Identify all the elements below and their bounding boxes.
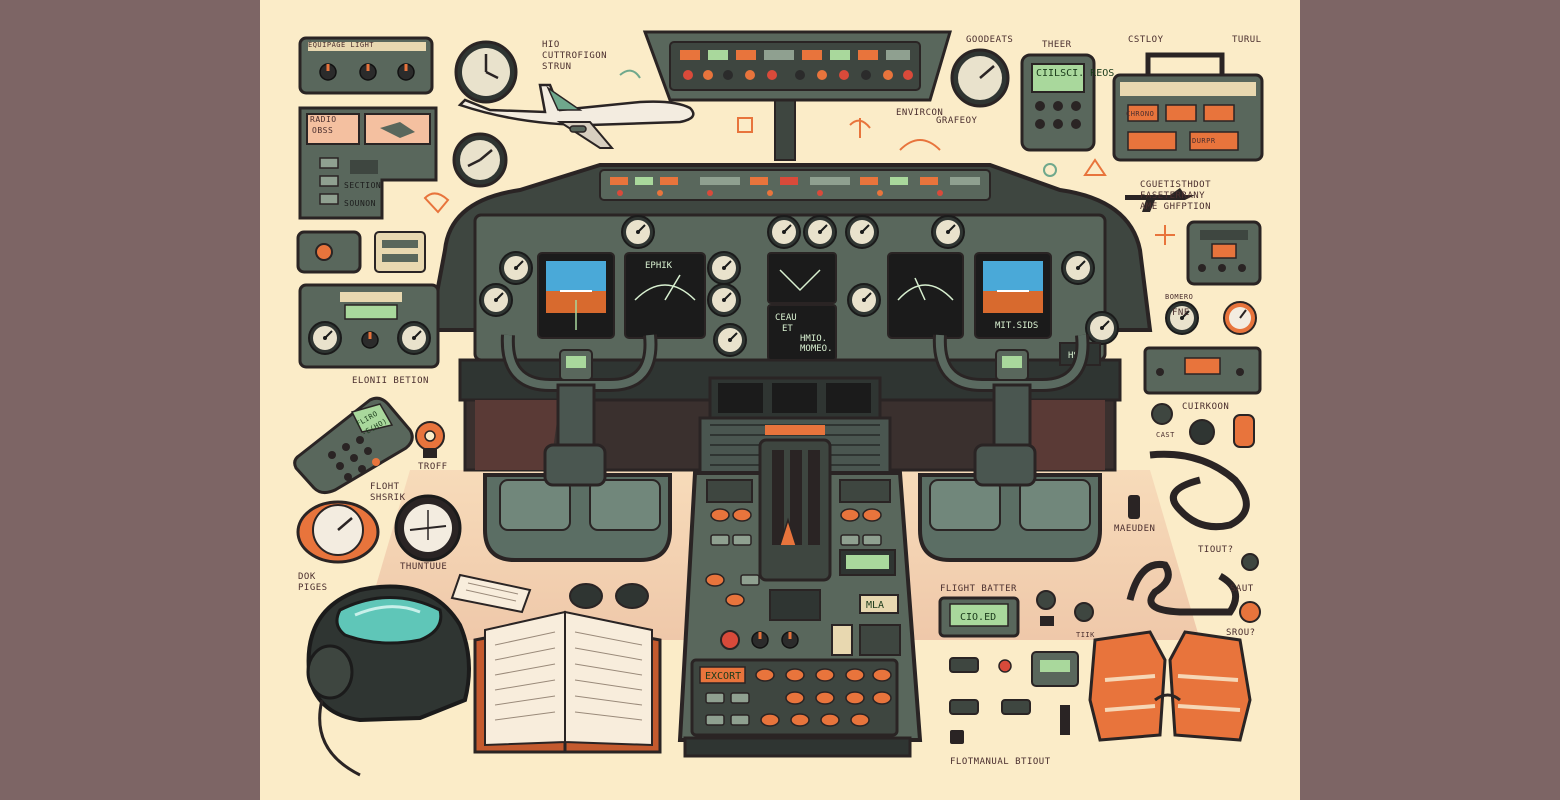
environ-label: ENVIRCON (896, 108, 944, 118)
right-yoke (932, 334, 1090, 447)
comm-header-label: HIO CUTTROFIGON STRUN (542, 40, 608, 72)
small-airplane-icon (1125, 188, 1195, 212)
right-pfd: MIT.SIDS (974, 252, 1052, 339)
tiout-label: TIOUT? (1198, 545, 1234, 555)
elonii-bettion-label: ELONII BETION (352, 376, 429, 386)
flight-battery-unit: CIO.ED (938, 596, 1020, 638)
pedestal-mla-label: MLA (866, 600, 884, 611)
battery-display: CIO.ED (960, 612, 996, 623)
center-screen-line4: MOMEO. (800, 344, 833, 354)
top-left-panel-label: ÉQUIPAGE LIGHT (308, 41, 375, 49)
radio-display-text: CIILSCI. REOS (1036, 68, 1114, 79)
right-mfd (887, 252, 964, 339)
left-yoke (500, 334, 658, 447)
headset-cable (1126, 450, 1250, 616)
note-papers (450, 573, 532, 614)
cast-label: CAST (1156, 431, 1175, 439)
radio-tag-label: RADIO (310, 115, 337, 124)
saut-label: SAUT (1230, 584, 1254, 594)
left-mfd: EPHIK (624, 252, 706, 339)
tiik-label: TIIK (1076, 631, 1095, 639)
cockpit-scene: EPHIK CEAU ET HMIO. MOMEO. MIT.SIDS HSI (293, 30, 1264, 777)
flotmanual-label: FLOTMANUAL BTIOUT (950, 757, 1051, 767)
crew-case-label-b: DURPR (1192, 137, 1216, 145)
overhead-panel (642, 30, 953, 161)
compass-gauge (296, 500, 380, 564)
life-vest (1088, 630, 1252, 742)
bottom-right-toggles (949, 590, 1094, 744)
flight-batter-label: FLIGHT BATTER (940, 584, 1017, 594)
top-clock (454, 40, 518, 104)
left-pfd (537, 252, 615, 339)
fne-label: FNE (1172, 308, 1190, 318)
center-screen-line1: CEAU (775, 313, 797, 323)
station-label: SECTION (344, 181, 382, 190)
station-sub-label: Sounon (344, 199, 376, 208)
right-radio-panel (1143, 346, 1262, 395)
dok-piges-label: DOK PIGES (298, 572, 328, 593)
small-plugs (1128, 495, 1261, 623)
turul-label: TURUL (1232, 35, 1262, 45)
top-right-gauge (950, 48, 1010, 108)
theer-label: THEER (1042, 40, 1072, 50)
goodeats-label: GOODEATS (966, 35, 1014, 45)
right-knobs (1151, 403, 1255, 448)
bomero-label: BOMERO (1165, 293, 1194, 301)
decor-icons (423, 69, 1175, 245)
cockpit-illustration: EPHIK CEAU ET HMIO. MOMEO. MIT.SIDS HSI (260, 0, 1300, 800)
flight-manual-book (473, 610, 662, 754)
left-gauge-panel (298, 283, 440, 369)
crew-case-label-a: CHRONO (1126, 110, 1155, 118)
troff-label: TROFF (418, 462, 448, 472)
right-seat (918, 443, 1102, 562)
right-list-label: CGUETISTHDOT FASETERRANY AME GHFPTION (1140, 180, 1212, 212)
flight-shsrik-label: FLOHT SHSRIK (370, 482, 406, 503)
pilot-helmet (306, 584, 471, 777)
center-pedestal: MLA EXCORT (677, 376, 923, 758)
left-small-device-a (296, 230, 362, 274)
pedestal-excort-label: EXCORT (705, 671, 741, 682)
srou-label: SROU? (1226, 628, 1256, 638)
cog-icon (415, 421, 445, 458)
right-pfd-label: MIT.SIDS (995, 321, 1038, 331)
cstloy-label: CSTLOY (1128, 35, 1164, 45)
center-screen-line3: HMIO. (800, 334, 827, 344)
crew-case (1112, 52, 1264, 162)
maeuden-label: MAEUDEN (1114, 524, 1156, 534)
top-left-equipment-panel (298, 36, 434, 95)
handheld-remote (293, 396, 414, 495)
right-small-gauges (1165, 301, 1257, 335)
left-mfd-label: EPHIK (645, 261, 673, 271)
radio-display-line: CIILSCI. REOS (1036, 68, 1114, 79)
attitude-gauge (394, 494, 462, 562)
thuntuue-label: THUNTUUE (400, 562, 448, 572)
right-device-a (1186, 220, 1262, 286)
radio-station-panel (298, 106, 438, 220)
left-small-device-b (374, 231, 426, 273)
radio-transceiver: CIILSCI. REOS (1020, 53, 1114, 152)
center-screen-line2: ET (782, 324, 793, 334)
center-lower-display: CEAU ET HMIO. MOMEO. (767, 304, 837, 361)
grafeoy-label: GRAFEOY (936, 116, 978, 126)
center-upper-display (767, 252, 837, 304)
small-toggles (569, 583, 649, 609)
airliner-illustration (457, 83, 695, 149)
mid-clock (452, 132, 508, 188)
left-seat (483, 443, 672, 562)
cuirkoon-label: CUIRKOON (1182, 402, 1230, 412)
radio-sub-label: OBSS (312, 126, 334, 135)
